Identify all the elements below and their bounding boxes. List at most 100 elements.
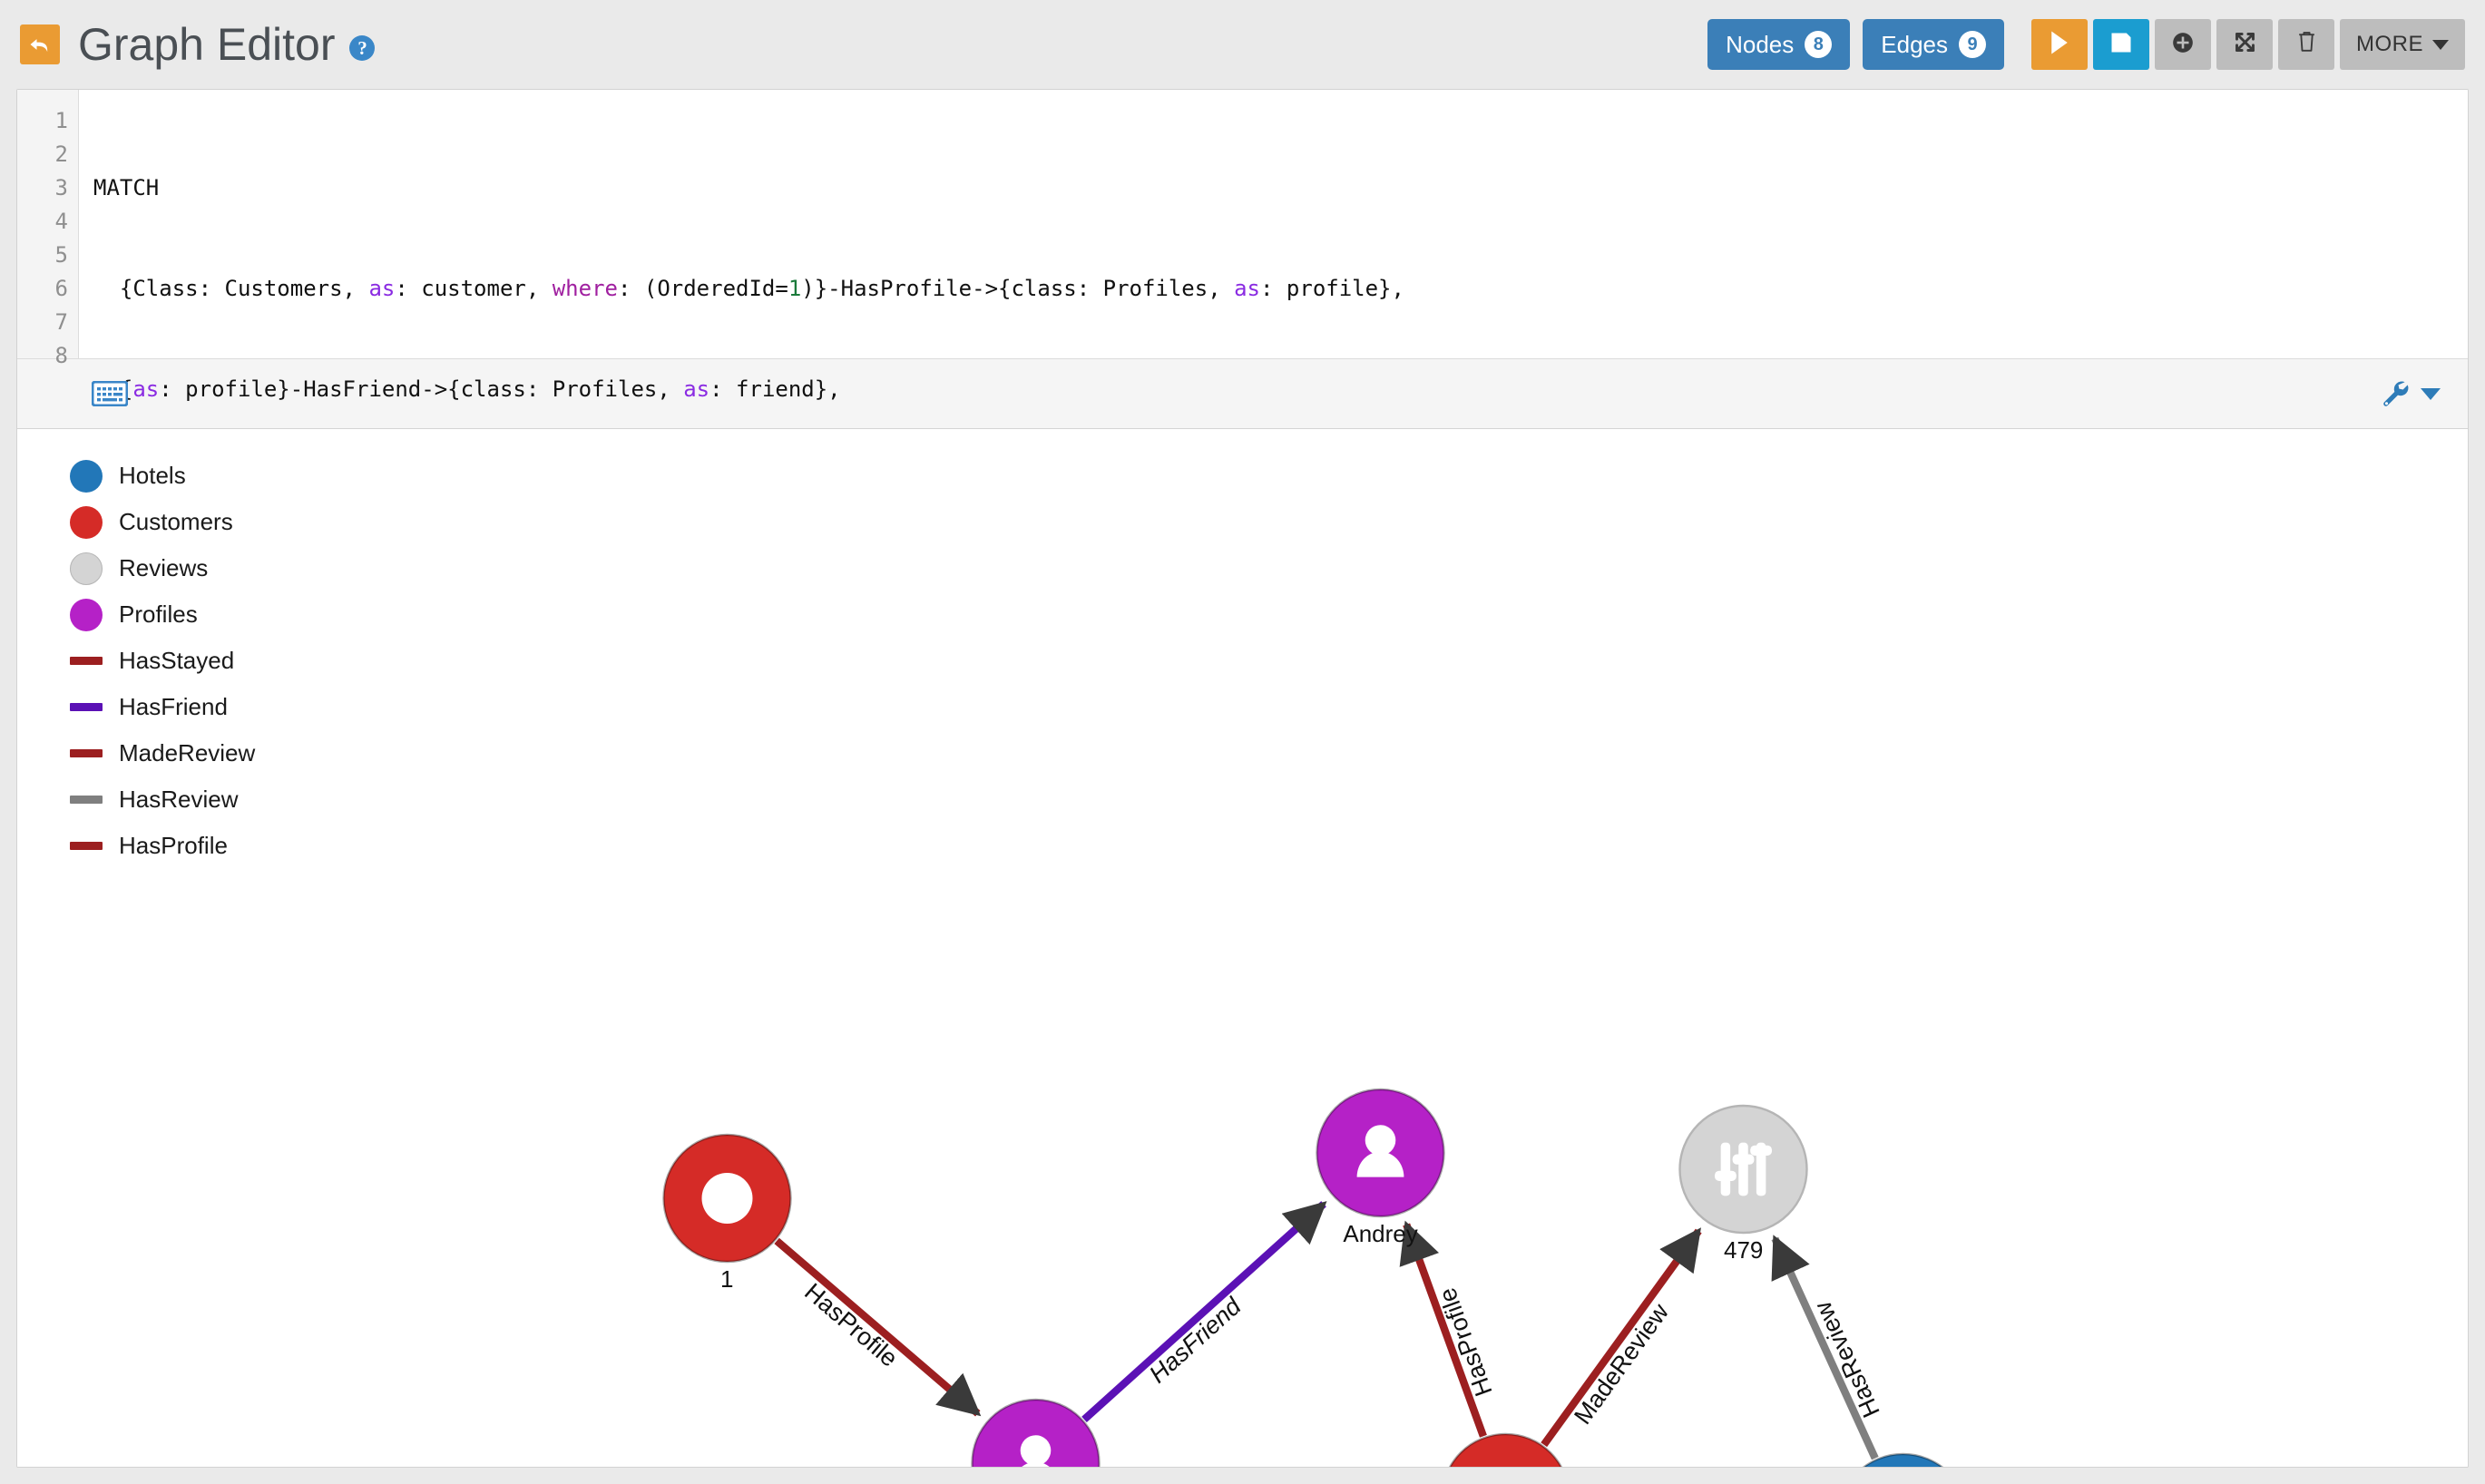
graph-edge[interactable]: HasFriend	[1081, 1201, 1327, 1422]
hasstayed-color-swatch	[70, 657, 103, 665]
query-editor[interactable]: 1 2 3 4 5 6 7 8 MATCH {Class: Customers,…	[17, 90, 2468, 905]
hasprofile-color-swatch	[70, 842, 103, 850]
graph-edge[interactable]: MadeReview	[1541, 1227, 1702, 1448]
edge-label: HasProfile	[799, 1278, 903, 1372]
trash-icon	[2295, 30, 2318, 59]
person-icon	[1356, 1125, 1404, 1177]
madereview-color-swatch	[70, 749, 103, 757]
code-line: MATCH	[93, 175, 160, 200]
hasreview-color-swatch	[70, 796, 103, 804]
graph-node[interactable]	[1838, 1452, 1969, 1467]
graph-canvas[interactable]: Hotels Customers Reviews Profiles HasSta…	[17, 429, 2468, 1467]
legend-label: HasReview	[119, 786, 239, 813]
legend-item-reviews[interactable]: Reviews	[70, 545, 255, 591]
editor-subtoolbar	[17, 358, 2468, 429]
back-arrow-icon	[27, 32, 53, 57]
play-icon	[2048, 29, 2071, 61]
legend-item-hotels[interactable]: Hotels	[70, 453, 255, 499]
line-number-gutter: 1 2 3 4 5 6 7 8	[17, 90, 79, 368]
line-number: 4	[54, 209, 68, 234]
graph-node[interactable]	[1316, 1088, 1445, 1218]
graph-node[interactable]	[662, 1133, 792, 1264]
keyboard-icon[interactable]	[92, 381, 128, 406]
edge-label: HasFriend	[1144, 1292, 1247, 1388]
legend-item-hasfriend[interactable]: HasFriend	[70, 684, 255, 730]
legend-label: HasFriend	[119, 693, 228, 720]
edges-count: 9	[1959, 31, 1986, 58]
hotels-color-swatch	[70, 459, 103, 493]
nodes-count: 8	[1805, 31, 1833, 58]
app-header: Graph Editor ? Nodes 8 Edges 9	[0, 0, 2485, 89]
legend-label: Reviews	[119, 554, 209, 581]
settings-menu[interactable]	[2379, 376, 2441, 412]
nodes-label: Nodes	[1726, 30, 1795, 58]
editor-panel: 1 2 3 4 5 6 7 8 MATCH {Class: Customers,…	[16, 89, 2469, 1468]
legend-item-hasstayed[interactable]: HasStayed	[70, 638, 255, 684]
delete-button[interactable]	[2278, 19, 2334, 70]
node-circle[interactable]	[1443, 1432, 1570, 1467]
floppy-disk-icon	[2108, 30, 2134, 60]
person-icon	[1020, 1435, 1052, 1467]
edge-layer: HasProfile HasFriend HasProfile MadeReview H…	[774, 1201, 1885, 1460]
node-circle[interactable]	[1838, 1452, 1969, 1467]
line-number: 8	[54, 343, 68, 368]
chevron-down-icon	[2421, 387, 2441, 400]
ring-icon	[701, 1173, 753, 1224]
wrench-icon	[2379, 376, 2410, 412]
reviews-color-swatch	[70, 552, 103, 585]
edge-label: MadeReview	[1569, 1298, 1674, 1429]
edge-label: HasProfile	[1433, 1284, 1498, 1400]
legend-label: HasStayed	[119, 647, 235, 674]
code-line: {as: profile}-HasFriend->{class: Profile…	[120, 376, 841, 402]
node-layer	[662, 1088, 1969, 1467]
node-label: 1	[720, 1265, 734, 1294]
edges-label: Edges	[1881, 30, 1948, 58]
node-label: Andrey	[1343, 1220, 1418, 1248]
legend-label: Hotels	[119, 462, 186, 489]
hasfriend-color-swatch	[70, 703, 103, 711]
line-number: 6	[54, 276, 68, 301]
code-line: {Class: Customers, as: customer, where: …	[93, 276, 1404, 301]
sliders-icon	[1715, 1142, 1772, 1196]
expand-arrows-icon	[2233, 30, 2257, 59]
legend-item-hasreview[interactable]: HasReview	[70, 776, 255, 823]
back-button[interactable]	[20, 24, 60, 64]
run-button[interactable]	[2031, 19, 2088, 70]
add-button[interactable]	[2155, 19, 2211, 70]
graph-node[interactable]	[1443, 1432, 1570, 1467]
chevron-down-icon	[2432, 39, 2449, 50]
nodes-count-badge[interactable]: Nodes 8	[1707, 19, 1851, 70]
line-number: 1	[54, 108, 68, 133]
legend-item-madereview[interactable]: MadeReview	[70, 730, 255, 776]
legend-item-hasprofile[interactable]: HasProfile	[70, 823, 255, 869]
line-number: 3	[54, 175, 68, 200]
action-toolbar: MORE	[2031, 19, 2465, 70]
graph-edge[interactable]: HasProfile	[1399, 1220, 1498, 1438]
legend-label: Profiles	[119, 600, 198, 628]
edges-count-badge[interactable]: Edges 9	[1863, 19, 2004, 70]
graph-legend: Hotels Customers Reviews Profiles HasSta…	[70, 453, 255, 869]
node-circle[interactable]	[971, 1398, 1101, 1467]
expand-button[interactable]	[2216, 19, 2273, 70]
line-number: 2	[54, 142, 68, 167]
page-title: Graph Editor	[78, 19, 336, 70]
legend-label: Customers	[119, 508, 233, 535]
line-number: 5	[54, 242, 68, 268]
graph-edge[interactable]: HasReview	[1771, 1235, 1885, 1460]
graph-edge[interactable]: HasProfile	[774, 1237, 982, 1417]
customers-color-swatch	[70, 505, 103, 539]
code-lines[interactable]: MATCH {Class: Customers, as: customer, w…	[79, 90, 2468, 905]
plus-circle-icon	[2171, 31, 2195, 59]
help-icon[interactable]: ?	[349, 35, 376, 61]
profiles-color-swatch	[70, 598, 103, 631]
line-number: 7	[54, 309, 68, 335]
graph-node[interactable]	[1678, 1104, 1808, 1235]
graph-node[interactable]	[971, 1398, 1101, 1467]
more-button[interactable]: MORE	[2340, 19, 2465, 70]
legend-item-customers[interactable]: Customers	[70, 499, 255, 545]
legend-label: MadeReview	[119, 739, 256, 766]
save-button[interactable]	[2093, 19, 2149, 70]
legend-item-profiles[interactable]: Profiles	[70, 591, 255, 638]
header-toolbar: Nodes 8 Edges 9	[1707, 19, 2465, 70]
